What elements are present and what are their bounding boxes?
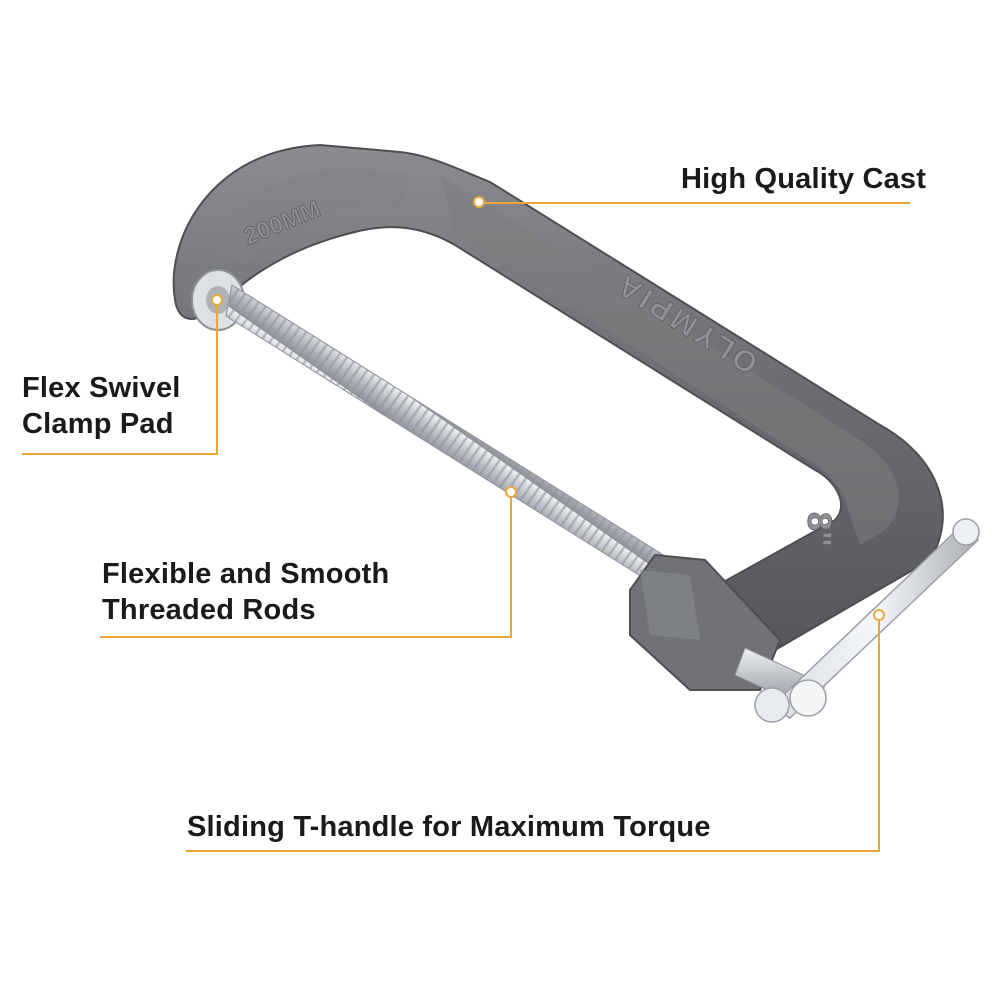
callout-handle-text: Sliding T-handle for Maximum Torque <box>187 811 711 843</box>
callout-swivel-dot <box>211 294 223 306</box>
callout-handle-label: Sliding T-handle for Maximum Torque <box>187 809 711 845</box>
frame-size-marking: 8" <box>800 512 838 547</box>
callout-swivel-underline <box>22 453 218 455</box>
callout-rods-underline <box>100 636 512 638</box>
callout-rods-leader <box>510 492 512 638</box>
callout-rods-line2: Threaded Rods <box>102 594 316 626</box>
callout-handle-leader <box>878 615 880 852</box>
callout-cast-label: High Quality Cast <box>681 161 926 197</box>
callout-swivel-label: Flex Swivel Clamp Pad <box>22 370 181 442</box>
t-handle-end-top <box>952 518 980 546</box>
callout-cast-underline <box>480 202 910 204</box>
callout-handle-dot <box>873 609 885 621</box>
callout-cast-dot <box>473 196 485 208</box>
callout-cast-text: High Quality Cast <box>681 163 927 195</box>
callout-swivel-line1: Flex Swivel <box>22 372 181 404</box>
callout-swivel-leader <box>216 300 218 455</box>
callout-swivel-line2: Clamp Pad <box>22 408 174 440</box>
callout-rods-line1: Flexible and Smooth <box>102 558 390 590</box>
callout-rods-label: Flexible and Smooth Threaded Rods <box>102 556 389 628</box>
callout-handle-underline <box>186 850 880 852</box>
callout-rods-dot <box>505 486 517 498</box>
t-handle-end-bottom <box>754 687 790 723</box>
